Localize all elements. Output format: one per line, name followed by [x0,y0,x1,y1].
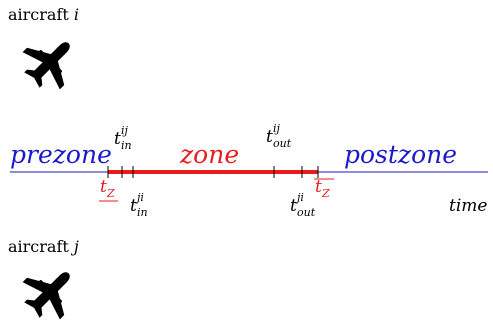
zone-label: zone [179,140,239,169]
prezone-label: prezone [10,140,112,169]
label-t-in-ji: t ji in [130,191,148,219]
label-t-out-ij: t ij out [266,122,292,150]
svg-text:Z: Z [321,187,330,200]
svg-text:Z: Z [106,187,115,200]
aircraft-j-label: aircraft j [8,237,79,256]
svg-text:t: t [100,177,107,197]
svg-text:ij: ij [121,124,129,137]
svg-text:t: t [290,196,297,216]
label-t-in-ij: t ij in [114,124,132,152]
svg-text:t: t [315,177,322,197]
svg-text:ji: ji [294,191,304,204]
svg-text:ij: ij [273,122,281,135]
airplane-icon [22,272,70,320]
aircraft-i-label: aircraft i [8,5,79,24]
time-axis-label: time [449,196,487,216]
label-t-out-ji: t ji out [290,191,316,219]
svg-text:in: in [121,139,132,152]
svg-text:t: t [266,127,273,147]
svg-text:ji: ji [134,191,144,204]
svg-text:out: out [273,137,292,150]
postzone-label: postzone [344,140,457,169]
svg-text:t: t [114,129,121,149]
svg-text:in: in [137,206,148,219]
airplane-icon [22,42,70,90]
label-tz-upper: t Z [314,177,334,200]
label-tz-lower: t Z [99,177,118,202]
svg-text:out: out [297,206,316,219]
svg-text:t: t [130,196,137,216]
